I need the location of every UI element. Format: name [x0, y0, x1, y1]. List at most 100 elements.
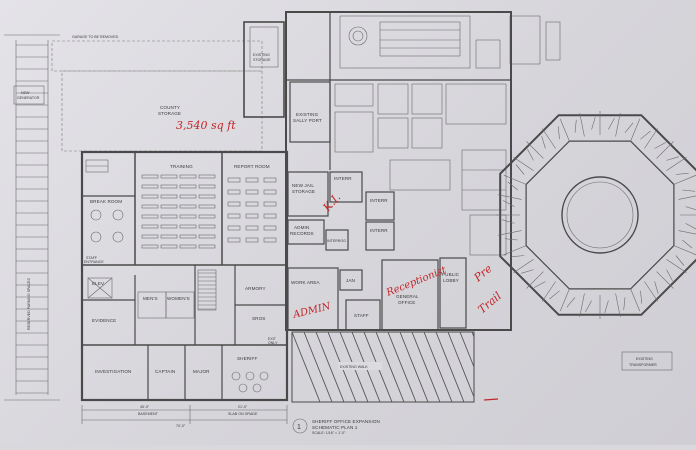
county-storage: COUNTY STORAGE: [62, 71, 262, 151]
generator-label-2: GENERATOR: [17, 96, 40, 100]
cell-wall: [674, 246, 696, 255]
training-desk: [142, 245, 158, 248]
stair: [198, 270, 216, 310]
room-general-office-1: GENERAL: [396, 294, 419, 299]
room-captain: CAPTAIN: [155, 369, 175, 374]
cell-bunk: [682, 190, 695, 191]
sheriff-furniture: [232, 372, 268, 392]
training-desk: [180, 175, 196, 178]
sheet-scale: SCALE: 1/16" = 1'-0": [312, 431, 346, 435]
existing-storage-label-2: STORAGE: [253, 58, 271, 62]
cell-bunk: [592, 117, 596, 129]
room-interr-2: INTERR: [370, 198, 388, 203]
cell-bunk: [641, 291, 642, 304]
training-desk: [180, 245, 196, 248]
walk-hatch-line: [400, 332, 428, 402]
walk-hatch-line: [460, 332, 474, 367]
existing-storage-label-1: EXISTING: [253, 53, 270, 57]
report-desk: [246, 238, 258, 242]
cell-wall: [674, 175, 696, 184]
existing-walk-label: EXISTING WALK: [340, 365, 368, 369]
report-desk: [264, 226, 276, 230]
county-storage-label-1: COUNTY: [160, 105, 180, 110]
parking-strip: RESERVED PARKING SPACES: [4, 35, 60, 400]
cell-bunk: [502, 220, 514, 224]
report-desk: [246, 178, 258, 182]
cell-bunk: [676, 173, 689, 174]
garage-label: GARAGE TO BE REMOVED: [72, 35, 119, 39]
training-desk: [199, 235, 215, 238]
drawing-number: 1: [297, 424, 301, 431]
dim-c: 70'-0": [176, 424, 186, 428]
report-desk: [246, 226, 258, 230]
room-admin-records-2: RECORDS: [290, 231, 314, 236]
training-desk: [180, 215, 196, 218]
report-desk: [264, 238, 276, 242]
sally-port: EXISTING SALLY PORT: [290, 82, 330, 142]
dim-b: 21'-0": [238, 405, 248, 409]
cell-bunk: [667, 157, 679, 161]
cell-bunk: [676, 256, 684, 266]
cell-wall: [542, 282, 555, 302]
walk-hatch-line: [448, 332, 474, 397]
training-desk: [142, 235, 158, 238]
cell-wall: [527, 142, 544, 159]
cell-bunk: [641, 131, 651, 139]
room-admin-records-1: ADMIN: [294, 225, 309, 230]
dim-a: 45'-0": [140, 405, 150, 409]
report-desk: [246, 190, 258, 194]
training-desk: [142, 175, 158, 178]
report-desk: [228, 178, 240, 182]
cell-bunk: [608, 118, 614, 129]
cell-bunk: [624, 297, 625, 310]
report-desk: [228, 190, 240, 194]
training-desk: [161, 195, 177, 198]
cell-bunk: [667, 270, 673, 281]
room-new-jail-storage-1: NEW JAIL: [292, 183, 314, 188]
training-desk: [161, 205, 177, 208]
room-exit-only-2: ONLY: [268, 341, 278, 345]
walk-hatch-line: [412, 332, 440, 402]
room-report-room: REPORT ROOM: [234, 164, 270, 169]
generator-label-1: NEW: [21, 91, 30, 95]
training-desk: [161, 245, 177, 248]
new-generator: NEW GENERATOR: [14, 86, 44, 104]
note-admin: ADMIN: [291, 301, 333, 321]
room-new-jail-storage-2: STORAGE: [292, 189, 315, 194]
cell-bunk: [655, 282, 659, 294]
cell-bunk: [542, 136, 546, 148]
room-interrog: INTERROG: [327, 239, 346, 243]
training-desk: [180, 205, 196, 208]
sally-port-label-1: EXISTING: [296, 112, 319, 117]
title-block: 1 SHERIFF OFFICE EXPANSION SCHEMATIC PLA…: [293, 419, 380, 435]
report-room-seating: [228, 178, 276, 242]
report-desk: [246, 214, 258, 218]
walk-hatch-line: [292, 332, 320, 402]
report-desk: [264, 178, 276, 182]
training-desk: [199, 215, 215, 218]
cell-bunk: [625, 123, 633, 133]
cell-bunk: [558, 126, 559, 139]
cell-wall: [498, 231, 522, 236]
room-elev: ELEV: [92, 281, 105, 286]
cell-wall: [580, 294, 585, 318]
room-training: TRAINING: [170, 164, 193, 169]
transformer-label-2: TRANSFORMER: [629, 363, 657, 367]
note-ki: K.I.: [320, 191, 343, 215]
cell-wall: [580, 113, 585, 137]
walk-hatch-line: [304, 332, 332, 402]
report-desk: [246, 202, 258, 206]
report-desk: [228, 226, 240, 230]
training-desk: [142, 215, 158, 218]
cell-wall: [657, 142, 674, 159]
sally-port-label-2: SALLY PORT: [293, 118, 322, 123]
training-desk: [161, 175, 177, 178]
room-staff-entrance-2: ENTRANCE: [84, 260, 104, 264]
cell-wall: [560, 119, 569, 141]
cell-bunk: [586, 301, 592, 312]
room-evidence: EVIDENCE: [92, 318, 116, 323]
walk-hatch-line: [424, 332, 452, 402]
cell-wall: [504, 246, 526, 255]
break-room: BREAK ROOM: [86, 160, 123, 242]
